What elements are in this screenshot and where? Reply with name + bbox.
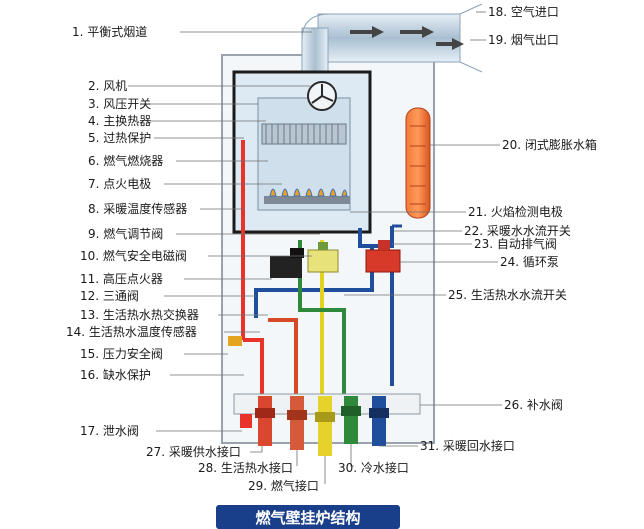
label-dhw-flow-switch: 25. 生活热水水流开关	[448, 288, 567, 302]
label-automatic-air-vent: 23. 自动排气阀	[474, 236, 557, 251]
label-air-pressure-switch: 3. 风压开关	[88, 97, 151, 111]
label-dhw-connection: 28. 生活热水接口	[198, 460, 293, 475]
leader-lines-bottom	[250, 444, 418, 484]
diagram-title: 燃气壁挂炉结构	[255, 509, 360, 527]
label-high-voltage-igniter: 11. 高压点火器	[80, 271, 163, 286]
label-low-water-protection: 16. 缺水保护	[80, 367, 151, 382]
heating-supply-fitting	[255, 396, 275, 446]
leader-lines-right	[344, 11, 502, 406]
label-gas-regulating-valve: 9. 燃气调节阀	[88, 226, 163, 241]
label-circulation-pump: 24. 循环泵	[500, 255, 559, 269]
label-dhw-heat-exchanger: 13. 生活热水热交换器	[80, 307, 199, 322]
label-drain-valve: 17. 泄水阀	[80, 424, 139, 438]
domestic-hot-water-pipe	[268, 318, 298, 396]
balanced-flue	[301, 3, 483, 93]
heating-return-fitting	[369, 396, 389, 446]
label-gas-burner: 6. 燃气燃烧器	[88, 153, 163, 168]
label-heating-return-connection: 31. 采暖回水接口	[420, 438, 515, 453]
label-pressure-safety-valve: 15. 压力安全阀	[80, 346, 163, 361]
label-heating-supply-connection: 27. 采暖供水接口	[146, 444, 241, 459]
high-voltage-igniter	[270, 256, 302, 278]
leader-lines-left	[128, 31, 320, 432]
air-flow-arrow-middle	[400, 26, 434, 38]
drain-valve	[240, 414, 252, 428]
label-three-way-valve: 12. 三通阀	[80, 289, 139, 303]
expansion-tank	[405, 107, 431, 219]
air-flow-arrow-upper	[350, 26, 384, 38]
gas-valve	[307, 242, 339, 273]
cold-water-fitting	[341, 396, 361, 444]
domestic-hot-water-fitting	[287, 396, 307, 450]
label-heating-temp-sensor: 8. 采暖温度传感器	[88, 201, 187, 216]
pressure-safety-valve	[228, 336, 242, 346]
label-cold-water-connection: 30. 冷水接口	[338, 460, 409, 475]
label-main-heat-exchanger: 4. 主换热器	[88, 114, 151, 128]
label-fan: 2. 风机	[88, 79, 127, 93]
label-flue-gas-outlet: 19. 烟气出口	[488, 32, 559, 47]
label-overheat-protection: 5. 过热保护	[88, 131, 151, 145]
burner-flames	[264, 188, 350, 204]
label-gas-safety-solenoid: 10. 燃气安全电磁阀	[80, 248, 187, 263]
gas-fitting	[315, 396, 335, 456]
labels-bottom: 27. 采暖供水接口 28. 生活热水接口 29. 燃气接口 30. 冷水接口 …	[146, 438, 515, 493]
labels-left: 1. 平衡式烟道 2. 风机 3. 风压开关 4. 主换热器 5. 过热保护 6…	[66, 25, 199, 438]
label-air-inlet: 18. 空气进口	[488, 4, 559, 19]
label-flue: 1. 平衡式烟道	[72, 25, 147, 39]
flue-gas-arrow	[436, 38, 464, 50]
label-filling-valve: 26. 补水阀	[504, 398, 563, 412]
label-flame-detection-electrode: 21. 火焰检测电极	[468, 204, 563, 219]
main-heat-exchanger	[261, 123, 347, 145]
fan	[307, 81, 337, 111]
title-banner: 燃气壁挂炉结构	[216, 505, 400, 529]
heating-return-pipe	[254, 226, 394, 386]
label-heating-flow-switch: 22. 采暖水水流开关	[464, 224, 571, 238]
heating-supply-pipe	[241, 150, 264, 396]
label-expansion-tank: 20. 闭式膨胀水箱	[502, 137, 597, 152]
label-gas-connection: 29. 燃气接口	[248, 478, 319, 493]
labels-right: 18. 空气进口 19. 烟气出口 20. 闭式膨胀水箱 21. 火焰检测电极 …	[448, 4, 597, 412]
label-dhw-temp-sensor: 14. 生活热水温度传感器	[66, 324, 197, 339]
circulation-pump	[365, 240, 401, 273]
label-ignition-electrode: 7. 点火电极	[88, 177, 151, 191]
